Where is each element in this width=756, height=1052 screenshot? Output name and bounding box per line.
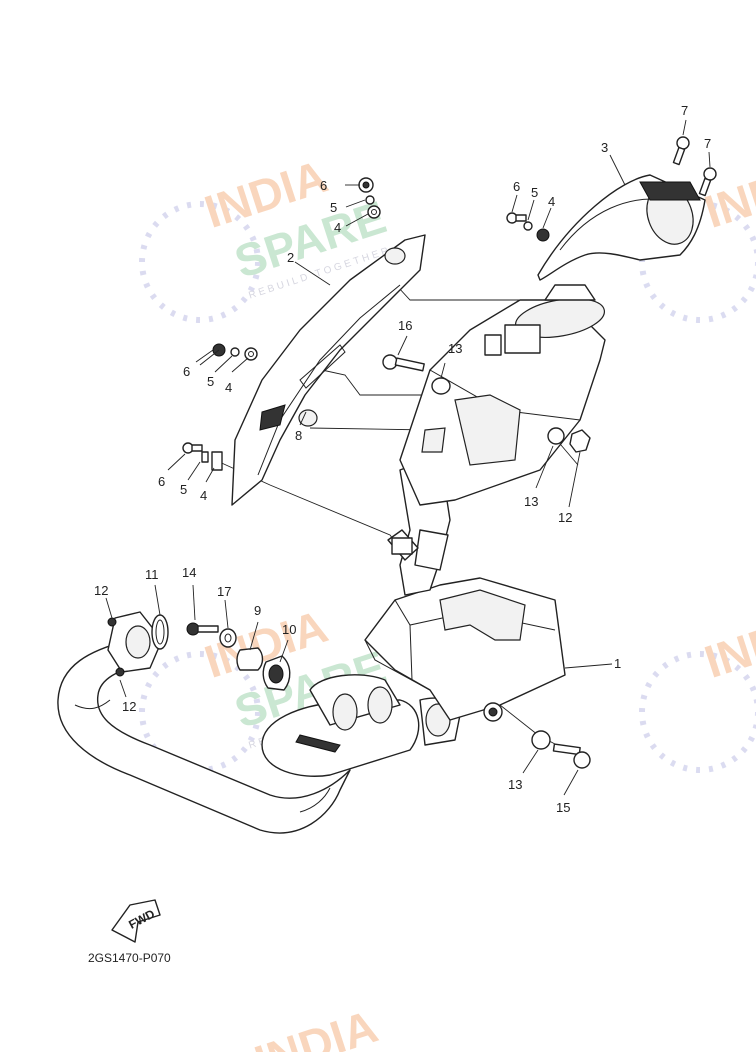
muffler-body <box>364 577 566 722</box>
muffler-end-protector <box>537 174 706 281</box>
callout-8: 8 <box>295 428 302 443</box>
callout-4-lower: 4 <box>200 488 207 503</box>
callout-5-upper: 5 <box>330 200 337 215</box>
callout-4-right: 4 <box>548 194 555 209</box>
callout-4-left: 4 <box>225 380 232 395</box>
mount-bolt-set <box>186 622 291 691</box>
callout-2: 2 <box>287 250 294 265</box>
nut-12-washer-13 <box>547 427 591 453</box>
muffler-heat-protector <box>231 234 426 506</box>
fastener-group-right <box>506 212 550 242</box>
callout-7-b: 7 <box>704 136 711 151</box>
fastener-group-left <box>199 343 258 366</box>
callout-7-a: 7 <box>681 103 688 118</box>
callout-15: 15 <box>556 800 570 815</box>
callout-13-middle: 13 <box>524 494 538 509</box>
callout-numbers: 1 2 3 4 4 4 4 5 5 5 5 6 6 6 6 7 7 8 9 10… <box>94 103 711 815</box>
callout-1: 1 <box>614 656 621 671</box>
watermark-line1: INDIA <box>698 150 756 238</box>
exhaust-header-pipe <box>57 639 351 834</box>
callout-6-upper: 6 <box>320 178 327 193</box>
callout-12-flange-top: 12 <box>94 583 108 598</box>
bolts-7 <box>672 136 717 197</box>
callout-14: 14 <box>182 565 196 580</box>
callout-17: 17 <box>217 584 231 599</box>
callout-13-lower: 13 <box>508 777 522 792</box>
silencer-can <box>399 284 606 506</box>
callout-6-lower: 6 <box>158 474 165 489</box>
callout-leaders <box>105 119 711 796</box>
watermark-bottom: INDIA <box>248 1000 383 1052</box>
watermark-line1: INDIA <box>248 1000 383 1052</box>
fastener-group-upper <box>358 177 381 219</box>
exhaust-flange <box>107 611 163 677</box>
callout-12-nut: 12 <box>558 510 572 525</box>
diagram-code: 2GS1470-P070 <box>88 951 171 965</box>
callout-4-upper: 4 <box>334 220 341 235</box>
callout-11: 11 <box>145 567 159 582</box>
callout-12-flange-bottom: 12 <box>122 699 136 714</box>
watermark-line1: INDIA <box>698 600 756 688</box>
callout-9: 9 <box>254 603 261 618</box>
bolt-16-washer-13 <box>382 354 451 395</box>
callout-16: 16 <box>398 318 412 333</box>
callout-5-left: 5 <box>207 374 214 389</box>
callout-3: 3 <box>601 140 608 155</box>
callout-5-lower: 5 <box>180 482 187 497</box>
callout-6-left: 6 <box>183 364 190 379</box>
callout-5-right: 5 <box>531 185 538 200</box>
exhaust-gasket <box>151 614 169 650</box>
callout-13-upper: 13 <box>448 341 462 356</box>
callout-6-right: 6 <box>513 179 520 194</box>
bolt-15-washer-13 <box>531 730 591 769</box>
forward-direction-marker: FWD <box>111 899 161 943</box>
callout-10: 10 <box>282 622 296 637</box>
fastener-group-lower <box>182 442 223 471</box>
